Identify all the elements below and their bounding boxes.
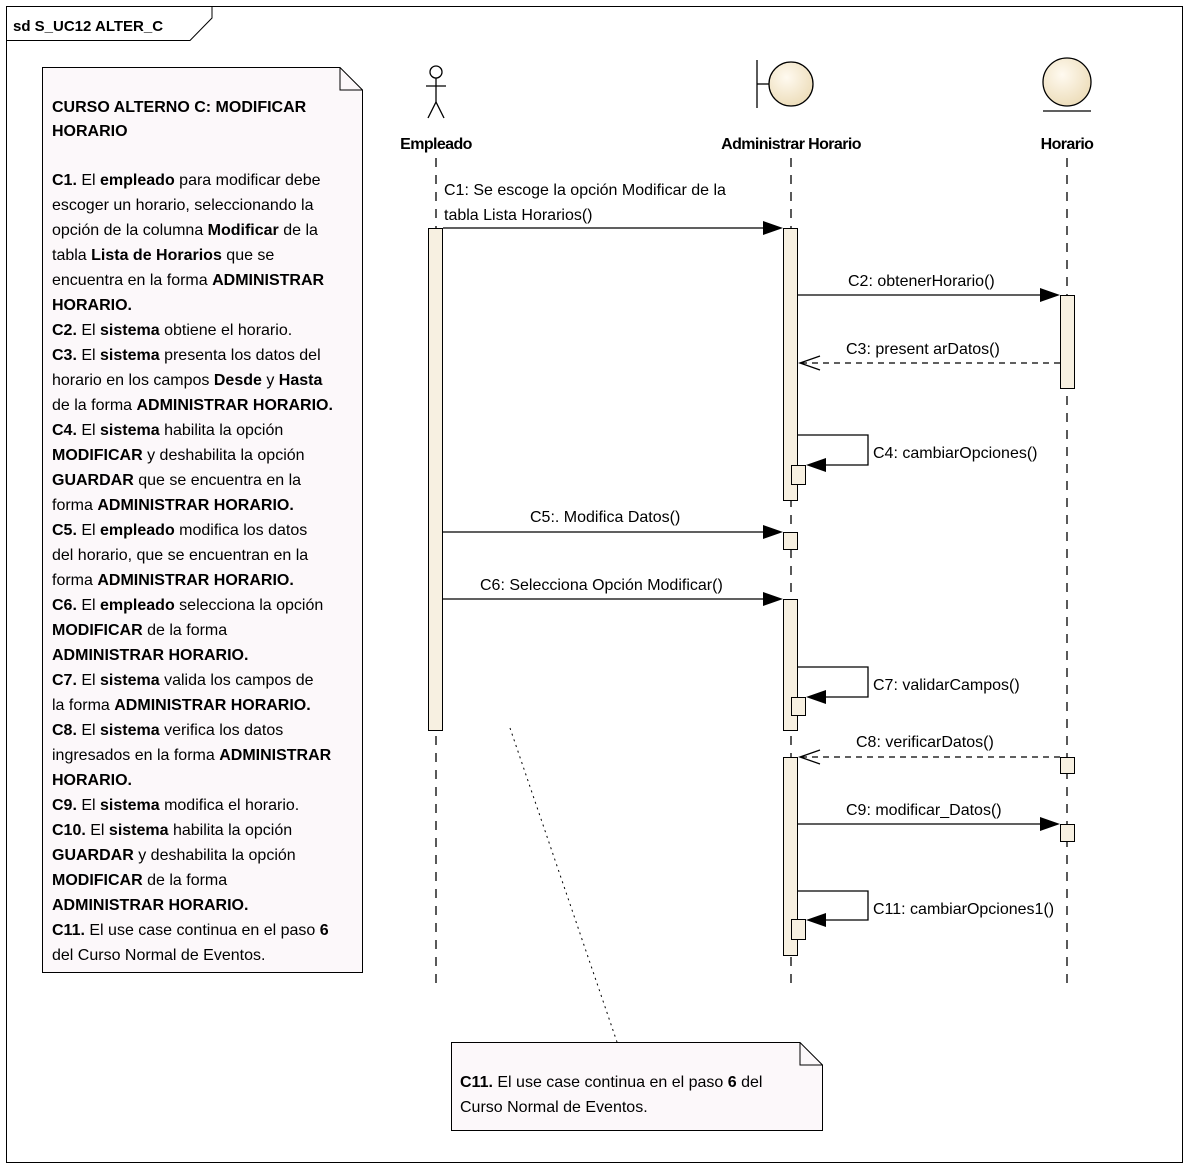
- left-note-line: C7. El sistema valida los campos de: [52, 672, 314, 689]
- left-note-line: MODIFICAR y deshabilita la opción: [52, 447, 305, 464]
- message-c1: C1: Se escoge la opción Modificar de la …: [443, 182, 783, 235]
- bottom-note-body: C11. El use case continua en el paso 6 d…: [460, 1070, 815, 1120]
- left-note-line: forma ADMINISTRAR HORARIO.: [52, 497, 294, 514]
- bottom-note-fold: [799, 1042, 823, 1066]
- svg-text:tabla Lista Horarios(): tabla Lista Horarios(): [444, 207, 593, 224]
- left-note-line: C2. El sistema obtiene el horario.: [52, 322, 293, 339]
- left-note-title: CURSO ALTERNO C: MODIFICAR HORARIO: [52, 99, 307, 140]
- left-note-line: la forma ADMINISTRAR HORARIO.: [52, 697, 311, 714]
- left-note-line: HORARIO.: [52, 772, 132, 789]
- message-c8: C8: verificarDatos(): [798, 734, 1060, 765]
- left-note-line: del horario, que se encuentran en la: [52, 547, 309, 564]
- svg-text:C5:. Modifica Datos(): C5:. Modifica Datos(): [530, 509, 680, 526]
- message-c11: C11: cambiarOpciones1(): [798, 890, 1054, 927]
- svg-text:C7: validarCampos(): C7: validarCampos(): [873, 677, 1020, 694]
- lifeline-administrar-label: Administrar Horario: [721, 136, 862, 153]
- lifeline-horario-label: Horario: [1041, 136, 1095, 153]
- svg-text:C9: modificar_Datos(): C9: modificar_Datos(): [846, 802, 1002, 819]
- bottom-note-line: Curso Normal de Eventos.: [460, 1099, 648, 1116]
- bottom-note-line: C11. El use case continua en el paso 6 d…: [460, 1074, 763, 1091]
- frame-title: sd S_UC12 ALTER_C: [13, 18, 163, 35]
- actor-empleado-icon: [426, 65, 446, 119]
- bottom-note: C11. El use case continua en el paso 6 d…: [460, 1070, 815, 1120]
- left-note-line: MODIFICAR de la forma: [52, 872, 228, 889]
- left-note-line: ADMINISTRAR HORARIO.: [52, 647, 249, 664]
- left-note-line: forma ADMINISTRAR HORARIO.: [52, 572, 294, 589]
- message-c2: C2: obtenerHorario(): [798, 273, 1060, 302]
- left-note-line: de la forma ADMINISTRAR HORARIO.: [52, 397, 333, 414]
- left-note-line: C5. El empleado modifica los datos: [52, 522, 308, 539]
- left-note-line: escoger un horario, seleccionando la: [52, 197, 314, 214]
- left-note-line: C3. El sistema presenta los datos del: [52, 347, 321, 364]
- left-note-line: C1. El empleado para modificar debe: [52, 172, 321, 189]
- left-note-line: C8. El sistema verifica los datos: [52, 722, 284, 739]
- left-note-fold: [339, 67, 363, 91]
- left-note-line: encuentra en la forma ADMINISTRAR: [52, 272, 325, 289]
- activation-administrar-c5: [783, 532, 798, 550]
- svg-text:C2: obtenerHorario(): C2: obtenerHorario(): [848, 273, 995, 290]
- left-note-shape: [42, 67, 363, 973]
- activation-horario-1: [1060, 295, 1075, 389]
- message-c4: C4: cambiarOpciones(): [798, 434, 1038, 472]
- activation-administrar-c7-self: [791, 697, 806, 716]
- svg-text:C1: Se escoge la opción Modifi: C1: Se escoge la opción Modificar de la: [444, 182, 726, 199]
- activation-administrar-c4-self: [791, 465, 806, 485]
- left-note-line: C4. El sistema habilita la opción: [52, 422, 284, 439]
- svg-text:C6: Selecciona Opción Modifica: C6: Selecciona Opción Modificar(): [480, 577, 723, 594]
- left-note-line: GUARDAR y deshabilita la opción: [52, 847, 296, 864]
- message-c5: C5:. Modifica Datos(): [443, 509, 783, 539]
- activation-horario-c8: [1060, 757, 1075, 774]
- svg-text:C3: present arDatos(): C3: present arDatos(): [846, 341, 1000, 358]
- left-note-line: HORARIO.: [52, 297, 132, 314]
- bottom-note-shape: [451, 1042, 823, 1131]
- left-note-line: C9. El sistema modifica el horario.: [52, 797, 300, 814]
- left-note-body: C1. El empleado para modificar debe escog…: [52, 168, 358, 968]
- activation-empleado: [428, 228, 443, 731]
- svg-text:C4: cambiarOpciones(): C4: cambiarOpciones(): [873, 445, 1038, 462]
- note-anchor-link: [509, 727, 618, 1043]
- left-note-line: ADMINISTRAR HORARIO.: [52, 897, 249, 914]
- boundary-administrar-icon: [756, 60, 814, 108]
- entity-horario-icon: [1042, 57, 1092, 112]
- left-note-line: del Curso Normal de Eventos.: [52, 947, 266, 964]
- lifeline-empleado-label: Empleado: [400, 136, 472, 153]
- left-note-line: opción de la columna Modificar de la: [52, 222, 318, 239]
- left-note-line: C11. El use case continua en el paso 6: [52, 922, 329, 939]
- svg-text:C8: verificarDatos(): C8: verificarDatos(): [856, 734, 994, 751]
- left-note-line: tabla Lista de Horarios que se: [52, 247, 275, 264]
- activation-administrar-3: [783, 757, 798, 956]
- activation-horario-c9: [1060, 824, 1075, 842]
- left-note-line: horario en los campos Desde y Hasta: [52, 372, 323, 389]
- left-note-line: MODIFICAR de la forma: [52, 622, 228, 639]
- message-c9: C9: modificar_Datos(): [798, 802, 1060, 831]
- message-c3: C3: present arDatos(): [798, 341, 1060, 371]
- left-note-line: C10. El sistema habilita la opción: [52, 822, 293, 839]
- activation-administrar-c11-self: [791, 919, 806, 940]
- message-c6: C6: Selecciona Opción Modificar(): [443, 577, 783, 606]
- left-note-line: C6. El empleado selecciona la opción: [52, 597, 324, 614]
- left-note: CURSO ALTERNO C: MODIFICAR HORARIO C1. E…: [52, 96, 358, 968]
- message-c7: C7: validarCampos(): [798, 666, 1020, 704]
- frame-title-tab: [6, 6, 213, 41]
- svg-text:C11: cambiarOpciones1(): C11: cambiarOpciones1(): [873, 901, 1054, 918]
- left-note-line: GUARDAR que se encuentra en la: [52, 472, 302, 489]
- activation-administrar-1: [783, 228, 798, 501]
- left-note-line: ingresados en la forma ADMINISTRAR: [52, 747, 332, 764]
